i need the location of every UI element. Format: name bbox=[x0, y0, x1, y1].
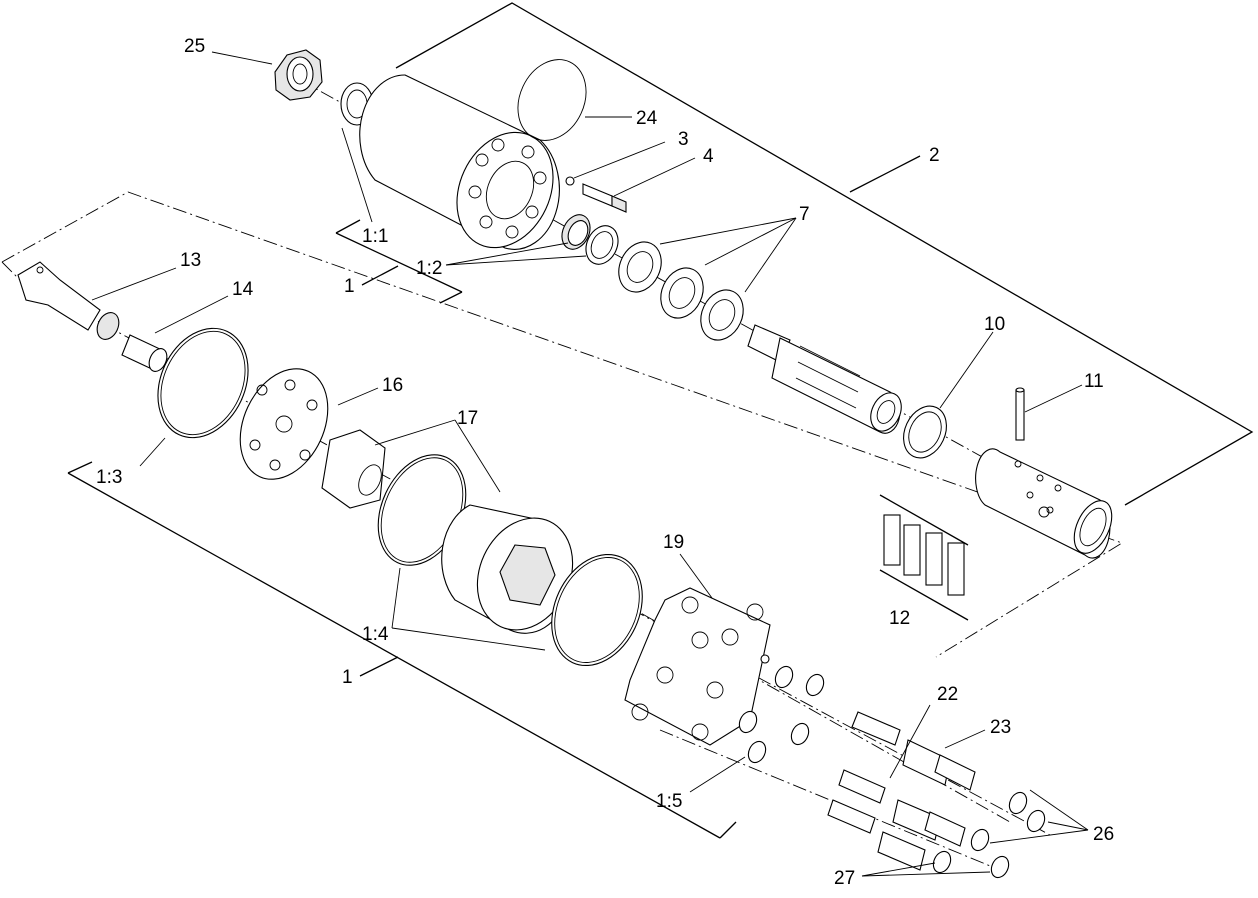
label-1-top: 1 bbox=[344, 276, 355, 297]
label-17: 17 bbox=[457, 408, 478, 429]
drive-shaft-13 bbox=[17, 261, 120, 340]
ball-3 bbox=[565, 176, 575, 186]
gerotor-ring bbox=[441, 504, 574, 634]
label-2: 2 bbox=[929, 145, 940, 166]
o-rings-26 bbox=[970, 791, 1046, 852]
sleeve-housing bbox=[975, 448, 1113, 559]
label-1-5: 1:5 bbox=[656, 791, 682, 812]
seal-ring-1-2 bbox=[585, 225, 619, 265]
bracket-assembly-1-bottom bbox=[67, 461, 737, 839]
label-3: 3 bbox=[678, 129, 689, 150]
centerline-axes bbox=[39, 79, 1101, 871]
small-o-rings-1-5 bbox=[738, 654, 825, 764]
nut-part-25 bbox=[274, 49, 323, 101]
bracket-assembly-2 bbox=[395, 2, 1254, 506]
label-23: 23 bbox=[990, 717, 1011, 738]
label-25: 25 bbox=[184, 36, 205, 57]
o-rings-27 bbox=[932, 850, 1010, 879]
cover-disc-24 bbox=[517, 59, 587, 141]
plates-12 bbox=[879, 494, 969, 621]
pin-11 bbox=[1015, 387, 1025, 441]
label-14: 14 bbox=[232, 279, 254, 300]
label-24: 24 bbox=[636, 108, 658, 129]
label-16: 16 bbox=[382, 375, 403, 396]
label-1-1: 1:1 bbox=[362, 226, 388, 247]
rotor-block bbox=[321, 429, 386, 509]
label-11: 11 bbox=[1084, 371, 1104, 392]
dash-dot-outline bbox=[1, 191, 1124, 658]
plate-16 bbox=[239, 368, 329, 480]
label-19: 19 bbox=[663, 532, 684, 553]
bracket-assembly-1-top bbox=[335, 219, 463, 304]
spool-shaft bbox=[747, 324, 902, 434]
end-cap-19 bbox=[624, 587, 771, 746]
o-ring-1-4 bbox=[551, 553, 643, 667]
label-1-3: 1:3 bbox=[96, 467, 122, 488]
label-1-2: 1:2 bbox=[416, 258, 442, 279]
label-7: 7 bbox=[799, 204, 810, 225]
housing-cylinder bbox=[359, 74, 560, 250]
label-1-4: 1:4 bbox=[362, 624, 389, 645]
label-26: 26 bbox=[1093, 824, 1114, 845]
valve-pin-4 bbox=[582, 183, 627, 213]
fittings-23 bbox=[877, 739, 976, 871]
washers-7 bbox=[618, 241, 744, 341]
bushing-14 bbox=[121, 334, 168, 372]
seal-ring-10 bbox=[903, 405, 947, 459]
label-27: 27 bbox=[834, 868, 855, 889]
shaft-seal-1-2 bbox=[561, 214, 591, 250]
o-ring-1-3 bbox=[157, 327, 249, 439]
label-13: 13 bbox=[180, 250, 201, 271]
studs-22 bbox=[827, 711, 901, 834]
leader-lines bbox=[91, 51, 1089, 877]
label-10: 10 bbox=[984, 314, 1005, 335]
label-22: 22 bbox=[937, 684, 958, 705]
label-1-bottom: 1 bbox=[342, 667, 353, 688]
label-12: 12 bbox=[889, 608, 910, 629]
label-4: 4 bbox=[703, 146, 714, 167]
